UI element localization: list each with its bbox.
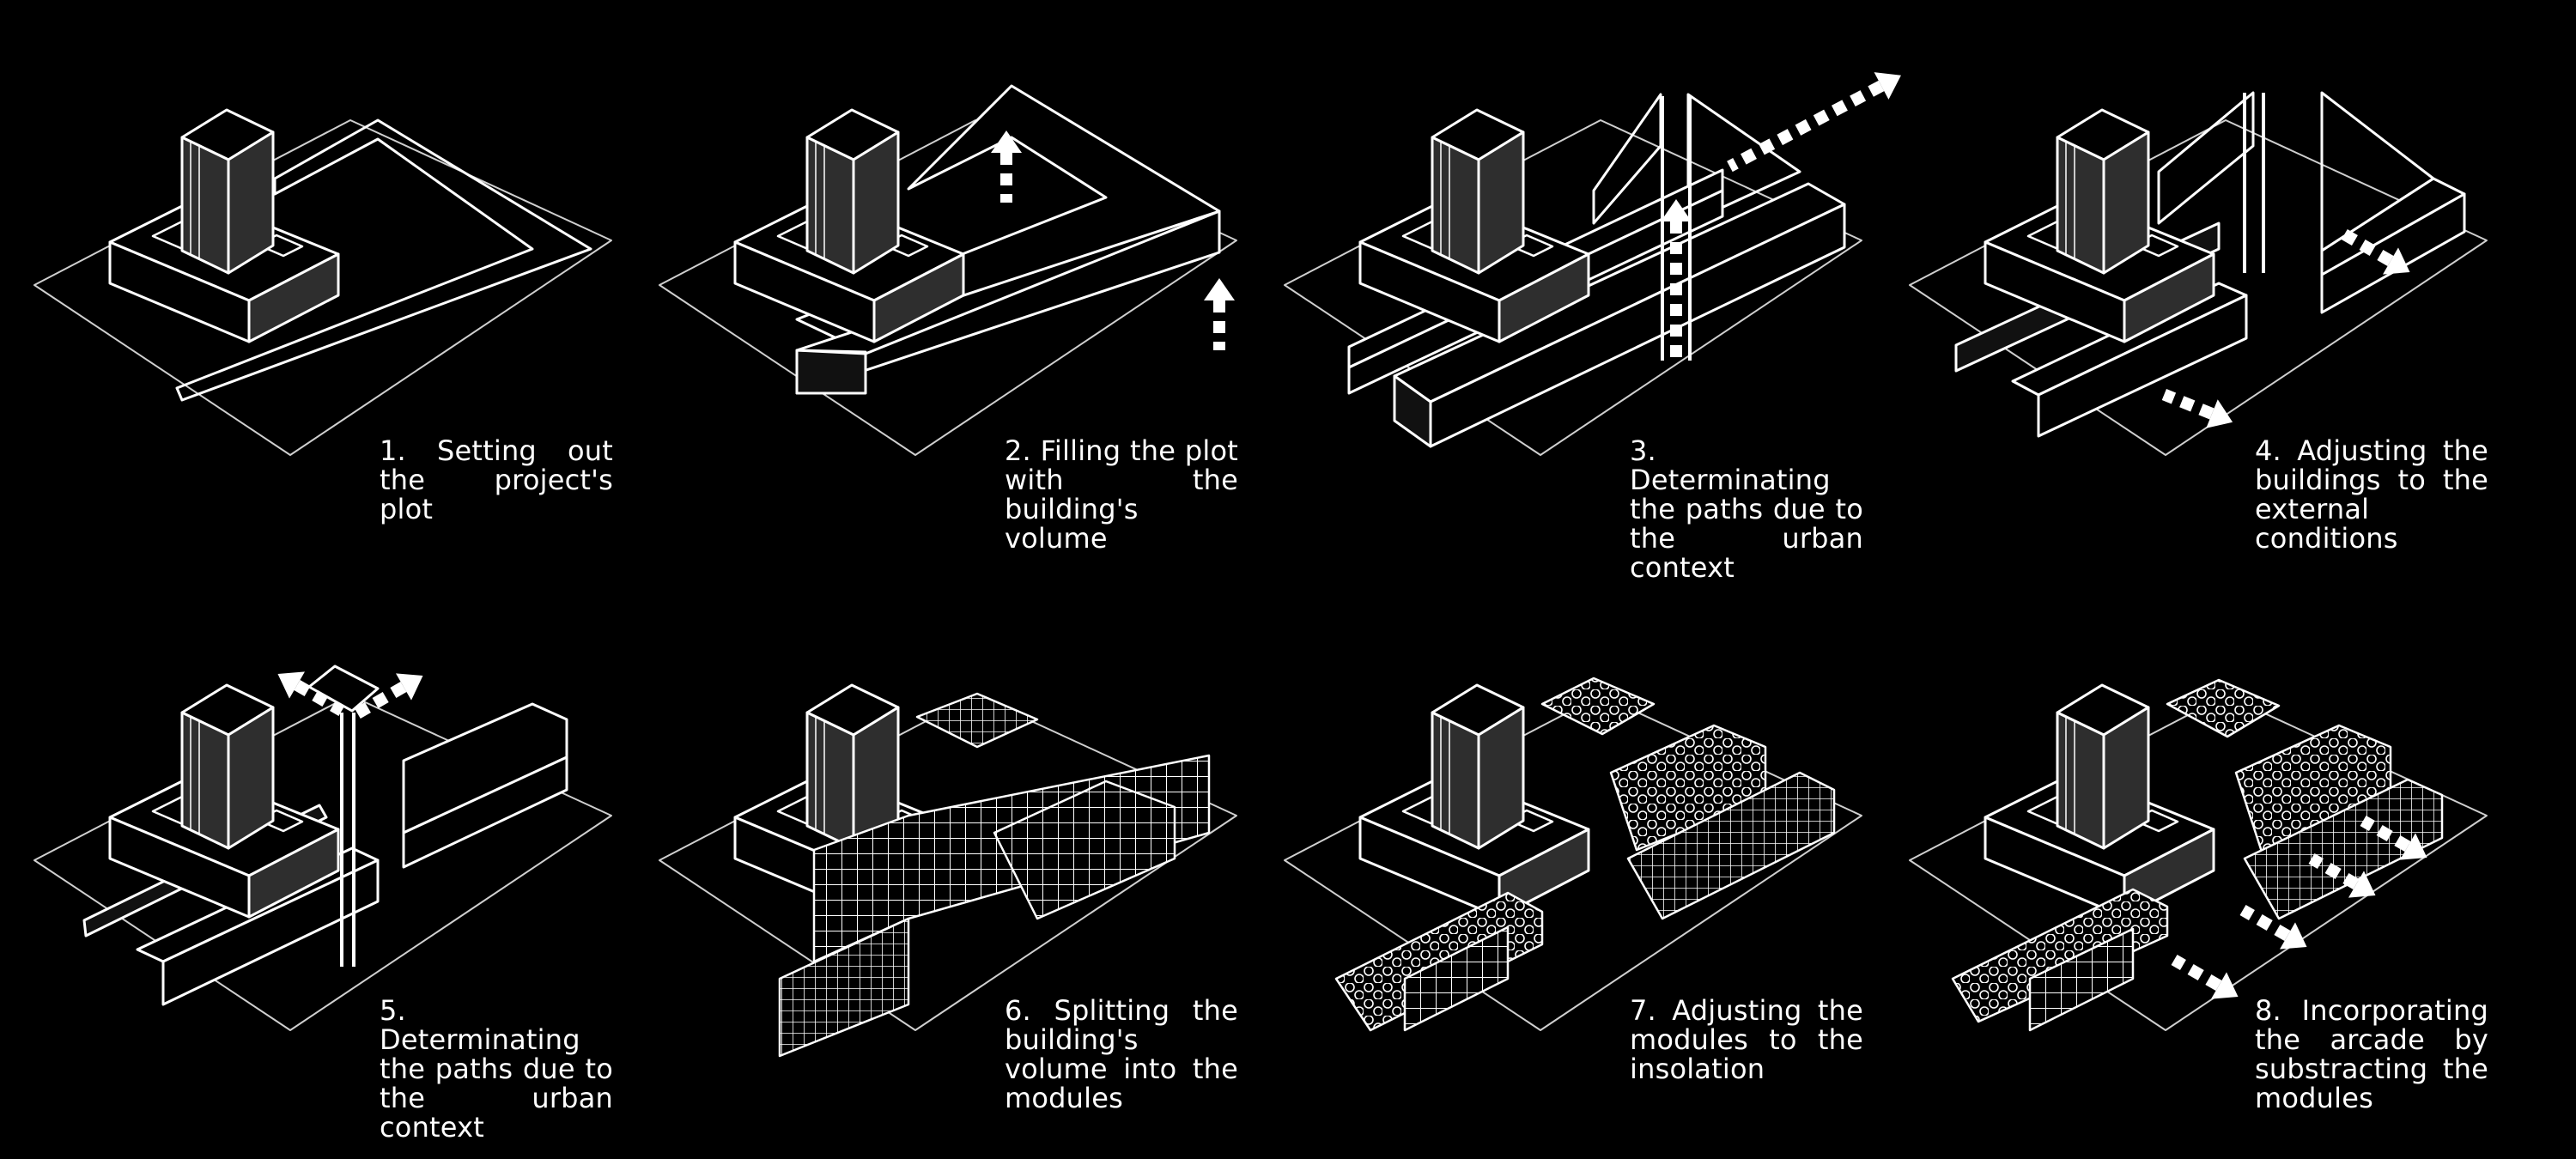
- volume-fragment: [2159, 93, 2253, 223]
- step-2-diagram: [659, 86, 1236, 455]
- tower-front: [182, 713, 228, 848]
- tower-front: [2057, 713, 2104, 848]
- module-cluster: [917, 694, 1037, 747]
- step-5-diagram: [34, 660, 611, 1030]
- tower-front: [807, 713, 854, 848]
- tower-front: [807, 137, 854, 273]
- volume-end: [797, 350, 866, 393]
- step-7-caption: 7. Adjusting the modules to the insolati…: [1630, 996, 1863, 1083]
- module-cluster: [1542, 678, 1654, 734]
- arrow-left-icon: [2166, 946, 2245, 1010]
- module-cluster: [2167, 680, 2279, 737]
- arrow-down-icon: [2159, 380, 2239, 437]
- step-5-caption: 5. Determinating the paths due to the ur…: [380, 996, 613, 1142]
- arrow-up-icon: [1204, 278, 1235, 350]
- step-1-caption: 1. Setting out the project's plot: [380, 436, 613, 524]
- step-4-diagram: [1910, 93, 2487, 455]
- tower-front: [182, 137, 228, 273]
- tower-front: [1432, 713, 1479, 848]
- step-3-diagram: [1285, 62, 1908, 455]
- tower-front: [1432, 137, 1479, 273]
- step-8-caption: 8. Incorporating the arcade by substract…: [2255, 996, 2488, 1113]
- tower-front: [2057, 137, 2104, 273]
- step-7-diagram: [1285, 678, 1862, 1030]
- step-6-caption: 6. Splitting the building's volume into …: [1005, 996, 1238, 1113]
- step-4-caption: 4. Adjusting the buildings to the extern…: [2255, 436, 2488, 553]
- step-3-caption: 3. Determinating the paths due to the ur…: [1630, 436, 1863, 582]
- step-1-diagram: [34, 110, 611, 455]
- step-2-caption: 2. Filling the plot with the building's …: [1005, 436, 1238, 553]
- step-8-diagram: [1910, 680, 2487, 1030]
- arrow-diagonal-icon: [1722, 62, 1908, 180]
